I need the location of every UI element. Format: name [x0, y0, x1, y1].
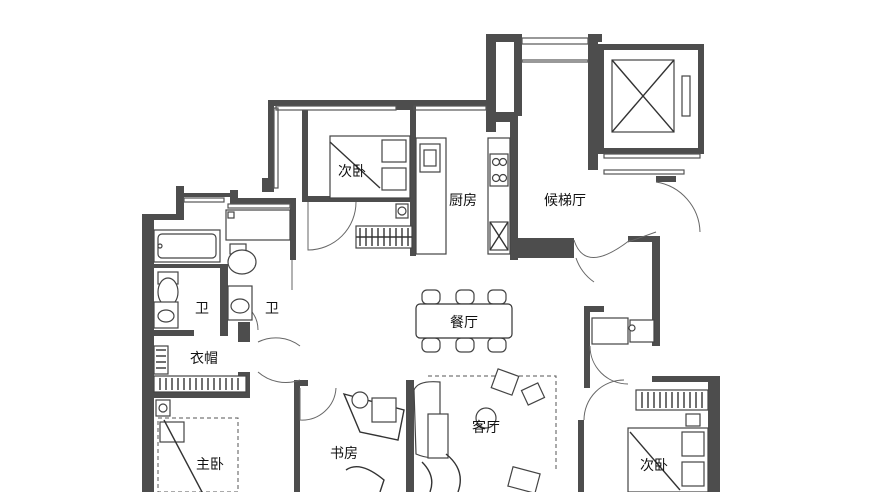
label-cloakroom: 衣帽	[190, 351, 218, 367]
label-secondary-bedroom-top: 次卧	[338, 164, 366, 180]
label-bathroom-right: 卫	[265, 301, 279, 317]
bathroom-right-fixtures	[225, 209, 291, 321]
label-dining: 餐厅	[450, 315, 478, 331]
label-kitchen: 厨房	[449, 193, 477, 209]
cloakroom-wardrobe	[153, 345, 247, 393]
kitchen-counter	[415, 137, 511, 255]
bed-top	[329, 135, 411, 219]
label-master-bedroom: 主卧	[196, 457, 224, 473]
label-elevator-hall: 候梯厅	[544, 193, 586, 209]
wardrobe-top	[355, 225, 413, 249]
windows	[183, 37, 701, 209]
walls	[142, 34, 720, 492]
right-bedroom-furniture	[591, 317, 709, 492]
study-desk	[342, 391, 405, 492]
bathroom-left-fixtures	[153, 229, 221, 329]
label-study: 书房	[330, 446, 358, 462]
elevator-shaft	[611, 59, 691, 133]
label-secondary-bedroom-right: 次卧	[640, 458, 668, 474]
label-living-room: 客厅	[472, 419, 500, 436]
dining-table	[415, 289, 513, 353]
label-bathroom-left: 卫	[195, 301, 209, 317]
master-bed	[155, 399, 239, 492]
living-room-furniture	[413, 368, 557, 492]
